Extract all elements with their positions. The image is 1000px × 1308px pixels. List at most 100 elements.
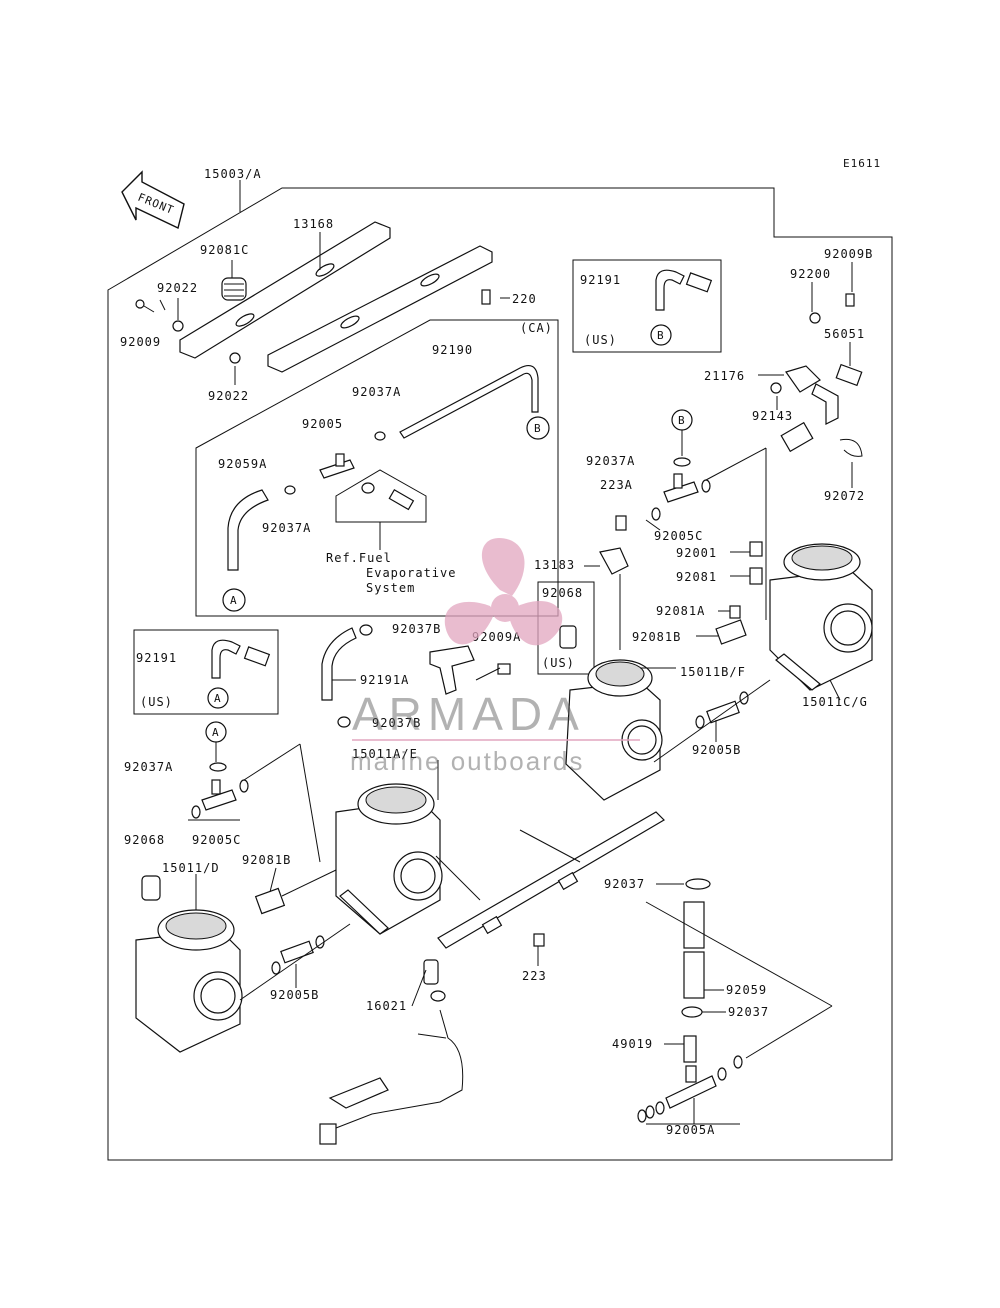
leader bbox=[653, 679, 771, 763]
label-92037b: 92037B bbox=[392, 622, 441, 636]
watermark-brand: ARMADA bbox=[352, 688, 585, 740]
callout-a bbox=[207, 687, 229, 709]
hose-92059 bbox=[683, 901, 705, 999]
label-92037: 92037 bbox=[604, 877, 645, 891]
label-ca: (CA) bbox=[520, 321, 553, 335]
label-92037a: 92037A bbox=[586, 454, 635, 468]
screw-icon bbox=[615, 515, 627, 531]
callout-a-label: A bbox=[212, 726, 220, 739]
label-21176: 21176 bbox=[704, 369, 745, 383]
label-us: (US) bbox=[584, 333, 617, 347]
label-us: (US) bbox=[140, 695, 173, 709]
spring-icon bbox=[715, 619, 747, 645]
clip-icon bbox=[685, 878, 711, 890]
label-13183: 13183 bbox=[534, 558, 575, 572]
ca-box bbox=[195, 319, 559, 617]
label-16021: 16021 bbox=[366, 999, 407, 1013]
front-arrow-icon: FRONT bbox=[121, 170, 185, 229]
cap-icon bbox=[141, 875, 161, 901]
label-92059: 92059 bbox=[726, 983, 767, 997]
clip-icon bbox=[284, 485, 296, 495]
tee-fitting-92005c-left bbox=[191, 779, 249, 819]
tee-fitting-icon bbox=[319, 453, 355, 479]
callout-b-label: B bbox=[678, 414, 686, 427]
label-92009b: 92009B bbox=[824, 247, 873, 261]
label-92200: 92200 bbox=[790, 267, 831, 281]
label-92037a: 92037A bbox=[262, 521, 311, 535]
choke-cable bbox=[319, 959, 464, 1145]
vacuum-fitting-21176 bbox=[770, 293, 863, 457]
hose-92191a bbox=[321, 624, 373, 728]
us-box-left bbox=[133, 629, 279, 715]
linkage-bracket bbox=[429, 645, 511, 695]
label-223a: 223A bbox=[600, 478, 633, 492]
label-15011bf: 15011B/F bbox=[680, 665, 746, 679]
label-92191a: 92191A bbox=[360, 673, 409, 687]
leader bbox=[645, 519, 661, 531]
label-92009a: 92009A bbox=[472, 630, 521, 644]
leader bbox=[705, 447, 767, 481]
label-15011ae: 15011A/E bbox=[352, 747, 418, 761]
hose-92191-us bbox=[655, 269, 713, 311]
leader bbox=[411, 969, 427, 1007]
ref-box bbox=[335, 469, 427, 523]
label-92005: 92005 bbox=[302, 417, 343, 431]
label-92005c: 92005C bbox=[192, 833, 241, 847]
callout-b-label: B bbox=[657, 329, 665, 342]
ref-fuel-label: Ref.Fuel bbox=[326, 551, 392, 565]
callout-a bbox=[222, 588, 246, 612]
clip-icon bbox=[209, 762, 227, 772]
label-92005b: 92005B bbox=[692, 743, 741, 757]
label-92068: 92068 bbox=[124, 833, 165, 847]
label-92190: 92190 bbox=[432, 343, 473, 357]
label-56051: 56051 bbox=[824, 327, 865, 341]
cap-icon bbox=[559, 625, 577, 649]
label-92081b: 92081B bbox=[632, 630, 681, 644]
label-92081b: 92081B bbox=[242, 853, 291, 867]
link-rod bbox=[437, 811, 665, 949]
us-box-top bbox=[572, 259, 722, 353]
hose-92059a bbox=[227, 489, 269, 571]
hose-icon bbox=[388, 488, 415, 511]
fuel-rail-upper bbox=[179, 221, 391, 359]
callout-b-label: B bbox=[534, 422, 542, 435]
pipe-92005b-left bbox=[271, 935, 325, 975]
spring-icon bbox=[221, 277, 247, 301]
ref-system-label: System bbox=[366, 581, 415, 595]
jet-49019 bbox=[683, 1035, 697, 1063]
screw-icon bbox=[749, 541, 763, 557]
tee-fitting-92005a bbox=[637, 1055, 743, 1123]
callout-a-label: A bbox=[214, 692, 222, 705]
label-92081c: 92081C bbox=[200, 243, 249, 257]
label-92022: 92022 bbox=[157, 281, 198, 295]
leader bbox=[243, 743, 301, 781]
leader bbox=[435, 855, 481, 901]
leader bbox=[417, 1033, 447, 1039]
label-92009: 92009 bbox=[120, 335, 161, 349]
spring-icon bbox=[254, 887, 286, 915]
spring-icon bbox=[749, 567, 763, 585]
diagram-code: E1611 bbox=[843, 157, 881, 170]
watermark-logo: ARMADA marine outboards bbox=[350, 538, 640, 776]
label-92143: 92143 bbox=[752, 409, 793, 423]
label-92037a: 92037A bbox=[124, 760, 173, 774]
screw-icon bbox=[497, 663, 511, 675]
label-92081: 92081 bbox=[676, 570, 717, 584]
carburetor-15011cg bbox=[769, 543, 873, 691]
screw-icon bbox=[135, 289, 491, 364]
leader bbox=[475, 667, 501, 681]
label-us: (US) bbox=[542, 656, 575, 670]
label-92059a: 92059A bbox=[218, 457, 267, 471]
fuel-rail-lower bbox=[267, 245, 493, 373]
watermark-tagline: marine outboards bbox=[350, 746, 584, 776]
label-92005b: 92005B bbox=[270, 988, 319, 1002]
callout-b bbox=[650, 324, 672, 346]
label-92005a: 92005A bbox=[666, 1123, 715, 1137]
callout-b bbox=[526, 416, 550, 440]
carburetor-15011ae bbox=[335, 783, 443, 935]
label-223: 223 bbox=[522, 969, 547, 983]
label-15011d: 15011/D bbox=[162, 861, 220, 875]
label-92081a: 92081A bbox=[656, 604, 705, 618]
